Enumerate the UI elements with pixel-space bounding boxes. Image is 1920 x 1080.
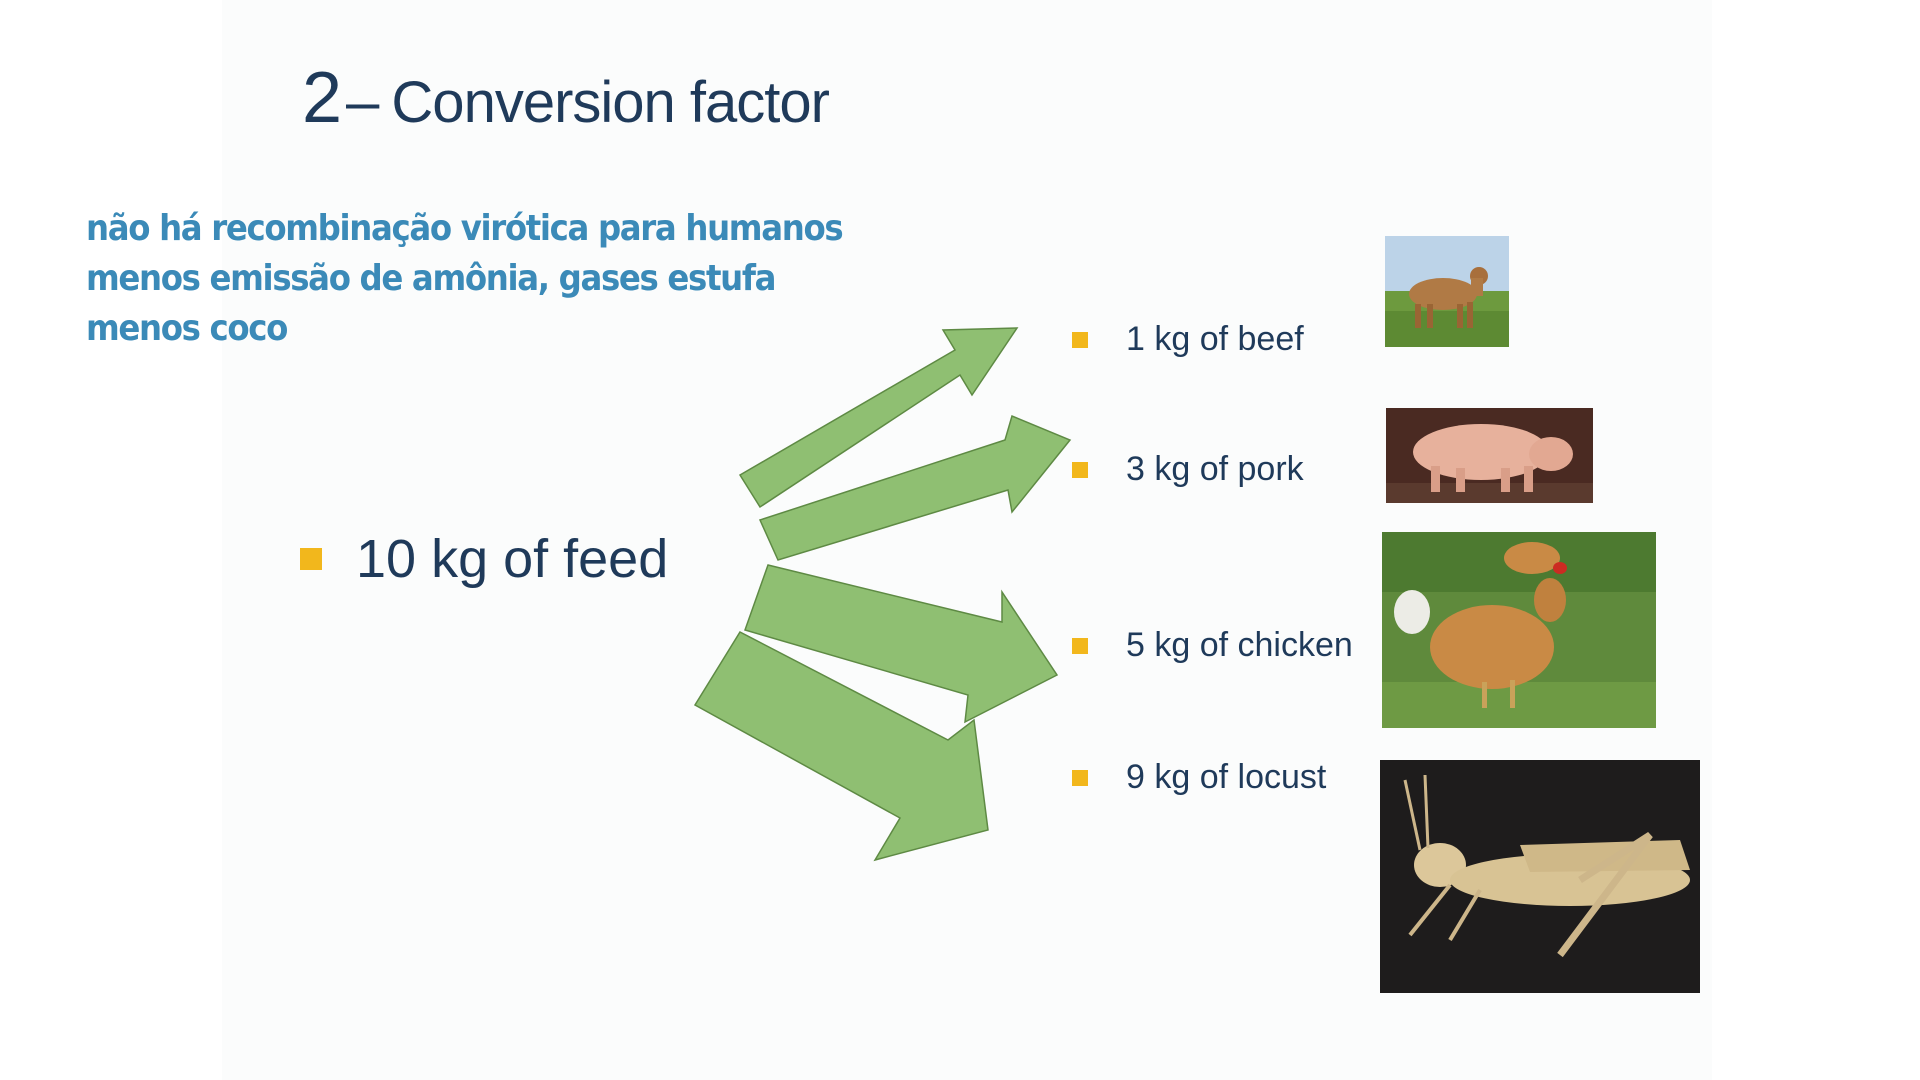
overlay-note-line: menos coco xyxy=(86,308,288,349)
output-label-locust: 9 kg of locust xyxy=(1126,758,1327,796)
cow-photo xyxy=(1385,236,1509,347)
slide-title: 2–Conversion factor xyxy=(302,62,830,135)
output-item-beef: 1 kg of beef xyxy=(1072,320,1304,359)
title-dash: – xyxy=(346,68,380,135)
overlay-note-line: menos emissão de amônia, gases estufa xyxy=(86,258,776,299)
title-text: Conversion factor xyxy=(391,70,830,135)
bullet-square-icon xyxy=(1072,637,1088,654)
output-item-locust: 9 kg of locust xyxy=(1072,758,1326,797)
bullet-square-icon xyxy=(1072,461,1088,478)
arrow-to-beef xyxy=(738,327,1019,509)
feed-input-item: 10 kg of feed xyxy=(300,528,668,590)
bullet-square-icon xyxy=(1072,769,1088,786)
output-label-beef: 1 kg of beef xyxy=(1126,320,1304,358)
pig-photo xyxy=(1386,408,1593,503)
overlay-note-line: não há recombinação virótica para humano… xyxy=(86,208,844,249)
bullet-square-icon xyxy=(1072,331,1088,348)
overlay-notes: não há recombinação virótica para humano… xyxy=(86,204,844,354)
output-label-chicken: 5 kg of chicken xyxy=(1126,626,1353,664)
output-item-pork: 3 kg of pork xyxy=(1072,450,1304,489)
feed-input-label: 10 kg of feed xyxy=(356,529,669,589)
output-label-pork: 3 kg of pork xyxy=(1126,450,1304,488)
locust-photo xyxy=(1380,760,1700,993)
chicken-photo xyxy=(1382,532,1656,728)
bullet-square-icon xyxy=(300,548,322,570)
arrow-to-chicken xyxy=(744,564,1059,724)
arrow-to-pork xyxy=(758,414,1072,561)
title-number: 2 xyxy=(302,58,343,138)
arrow-to-locust xyxy=(693,631,989,862)
output-item-chicken: 5 kg of chicken xyxy=(1072,626,1353,665)
